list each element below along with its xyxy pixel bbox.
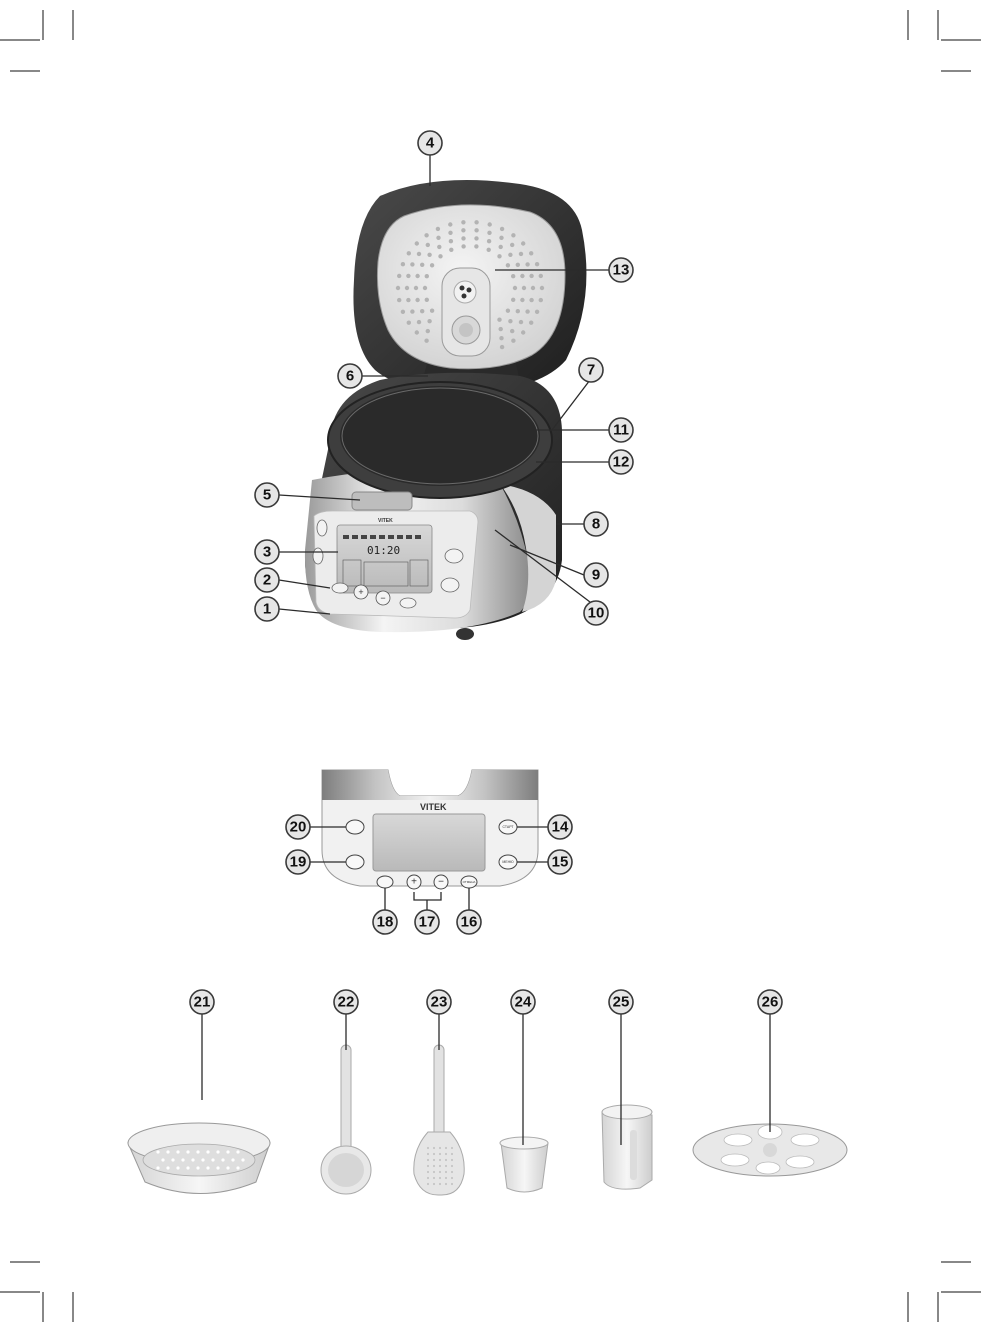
svg-text:6: 6 <box>346 368 354 385</box>
panel-lcd <box>373 814 485 871</box>
button-left-mid[interactable] <box>313 548 323 564</box>
svg-text:19: 19 <box>290 854 307 871</box>
inner-bowl <box>340 386 540 486</box>
ladle <box>321 1045 371 1194</box>
steamer-basket <box>128 1123 270 1194</box>
svg-text:ОТМЕНА: ОТМЕНА <box>463 880 476 884</box>
svg-text:21: 21 <box>194 994 211 1011</box>
svg-text:13: 13 <box>613 262 630 279</box>
svg-text:−: − <box>380 593 385 603</box>
svg-text:20: 20 <box>290 819 307 836</box>
callout-2: 2 <box>255 568 279 592</box>
svg-text:14: 14 <box>552 819 569 836</box>
callout-16: 16 <box>457 910 481 934</box>
callout-25: 25 <box>609 990 633 1014</box>
callout-18: 18 <box>373 910 397 934</box>
callout-19: 19 <box>286 850 310 874</box>
cancel-button[interactable] <box>400 598 416 608</box>
svg-text:+: + <box>411 877 417 888</box>
callout-8: 8 <box>584 512 608 536</box>
foot <box>456 628 474 640</box>
callout-22: 22 <box>334 990 358 1014</box>
callout-15: 15 <box>548 850 572 874</box>
svg-text:24: 24 <box>515 994 532 1011</box>
accessories <box>128 1045 847 1195</box>
svg-text:23: 23 <box>431 994 448 1011</box>
start-button[interactable] <box>445 549 463 563</box>
callout-23: 23 <box>427 990 451 1014</box>
svg-text:7: 7 <box>587 362 595 379</box>
callout-3: 3 <box>255 540 279 564</box>
callout-20: 20 <box>286 815 310 839</box>
bracket-17 <box>414 892 441 912</box>
panel-brand-logo: VITEK <box>420 802 447 812</box>
svg-text:2: 2 <box>263 572 271 589</box>
callout-9: 9 <box>584 563 608 587</box>
multicooker-main: VITEK 01:20 + − <box>305 180 587 640</box>
callout-21: 21 <box>190 990 214 1014</box>
svg-text:15: 15 <box>552 854 569 871</box>
svg-text:5: 5 <box>263 487 271 504</box>
callout-4: 4 <box>418 131 442 155</box>
svg-text:9: 9 <box>592 567 600 584</box>
panel-button-19[interactable] <box>346 855 364 869</box>
button-left-top[interactable] <box>317 520 327 536</box>
callout-10: 10 <box>584 601 608 625</box>
callout-12: 12 <box>609 450 633 474</box>
rice-spoon <box>414 1045 464 1195</box>
callout-24: 24 <box>511 990 535 1014</box>
callout-14: 14 <box>548 815 572 839</box>
callout-13: 13 <box>609 258 633 282</box>
svg-text:22: 22 <box>338 994 355 1011</box>
brand-logo: VITEK <box>378 518 393 524</box>
svg-text:+: + <box>358 587 363 597</box>
panel-button-20[interactable] <box>346 820 364 834</box>
callout-26: 26 <box>758 990 782 1014</box>
measuring-cup <box>500 1137 548 1192</box>
valve-top-icon <box>454 281 476 303</box>
svg-text:26: 26 <box>762 994 779 1011</box>
button-left-bottom[interactable] <box>332 583 348 593</box>
svg-text:4: 4 <box>426 135 435 152</box>
condensate-container <box>602 1105 652 1189</box>
callout-5: 5 <box>255 483 279 507</box>
callout-17: 17 <box>415 910 439 934</box>
svg-text:10: 10 <box>588 605 605 622</box>
callout-6: 6 <box>338 364 362 388</box>
callout-11: 11 <box>609 418 633 442</box>
svg-text:12: 12 <box>613 454 630 471</box>
callout-7: 7 <box>579 358 603 382</box>
svg-text:18: 18 <box>377 914 394 931</box>
svg-text:17: 17 <box>419 914 436 931</box>
svg-text:3: 3 <box>263 544 271 561</box>
svg-text:СТАРТ: СТАРТ <box>502 825 514 829</box>
carry-handle <box>352 492 412 510</box>
svg-text:11: 11 <box>613 422 629 439</box>
lcd-time: 01:20 <box>367 544 400 557</box>
svg-text:25: 25 <box>613 994 630 1011</box>
control-panel-detail: VITEK СТАРТ МЕНЮ + − ОТМЕНА <box>322 770 538 912</box>
panel-button-18[interactable] <box>377 876 393 888</box>
menu-button[interactable] <box>441 578 459 592</box>
svg-text:16: 16 <box>461 914 478 931</box>
svg-text:−: − <box>438 877 444 888</box>
callout-1: 1 <box>255 597 279 621</box>
svg-text:8: 8 <box>592 516 600 533</box>
svg-text:1: 1 <box>263 601 271 618</box>
svg-text:МЕНЮ: МЕНЮ <box>502 860 514 864</box>
